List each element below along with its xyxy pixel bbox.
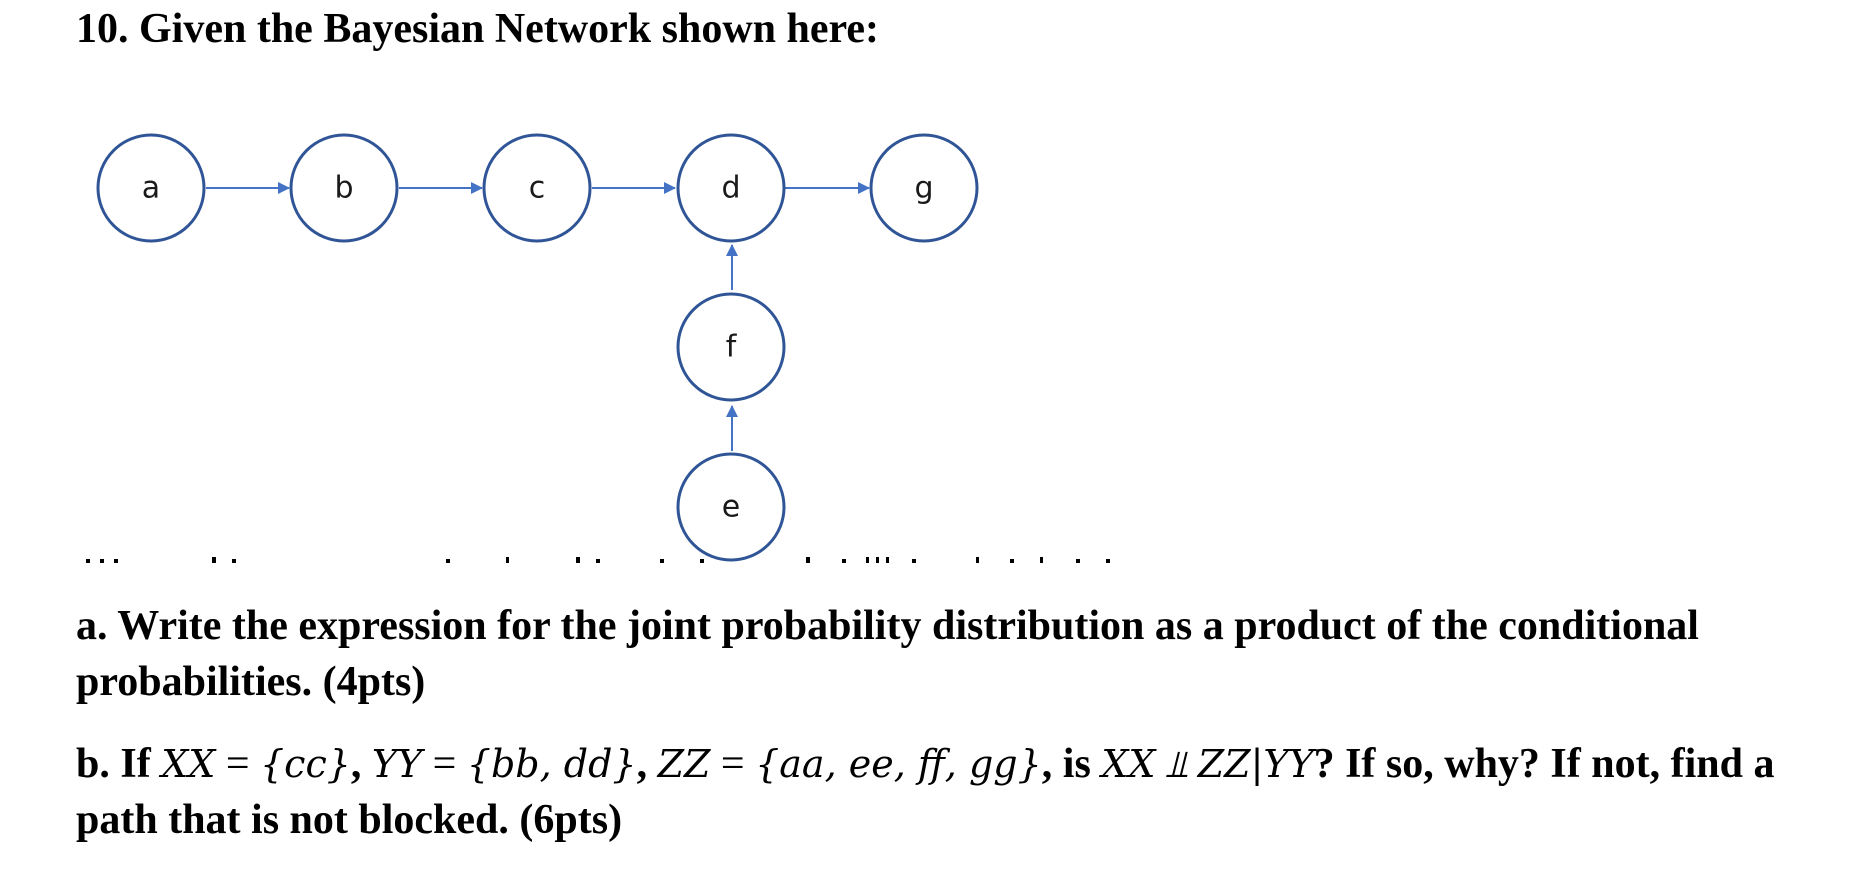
node-f-label: f — [726, 330, 738, 365]
part-a-label: a. — [76, 603, 108, 649]
node-e: e — [676, 452, 786, 562]
node-c-label: c — [529, 171, 546, 206]
conditional-expression: ZZ|YY — [1197, 742, 1314, 786]
equals-sign-2: = — [432, 741, 457, 787]
node-e-label: e — [722, 490, 740, 525]
equals-sign-3: = — [720, 741, 745, 787]
independence-symbol: ⫫ — [1165, 742, 1188, 786]
part-b-is: is — [1062, 741, 1091, 787]
var-x: XX — [161, 742, 216, 786]
bayesian-network-diagram: a b c d g f e — [96, 133, 979, 562]
y-set: {bb, dd} — [466, 742, 637, 786]
part-b-if: If — [120, 741, 151, 787]
var-y: YY — [371, 742, 423, 786]
node-c: c — [482, 133, 592, 243]
question-title: 10. Given the Bayesian Network shown her… — [76, 6, 880, 52]
node-g-label: g — [914, 171, 933, 206]
node-b-label: b — [334, 171, 353, 206]
node-b: b — [289, 133, 399, 243]
var-z: ZZ — [657, 742, 711, 786]
part-b-rest: ? If so, why? If not, find a path that i… — [76, 741, 1775, 843]
node-a: a — [96, 133, 206, 243]
node-d: d — [676, 133, 786, 243]
question-part-a: a. Write the expression for the joint pr… — [76, 598, 1855, 710]
x-set: {cc} — [260, 742, 351, 786]
node-g: g — [869, 133, 979, 243]
node-f: f — [676, 292, 786, 402]
node-d-label: d — [721, 171, 740, 206]
cropped-text-remnant — [86, 557, 1110, 563]
node-a-label: a — [142, 171, 160, 206]
part-b-label: b. — [76, 741, 110, 787]
independence-x: XX — [1101, 742, 1156, 786]
equals-sign-1: = — [225, 741, 250, 787]
z-set: {aa, ee, ff, gg} — [755, 742, 1042, 786]
question-part-b: b. If XX = {cc}, YY = {bb, dd}, ZZ = {aa… — [76, 741, 1775, 843]
part-a-text: Write the expression for the joint proba… — [76, 603, 1699, 705]
